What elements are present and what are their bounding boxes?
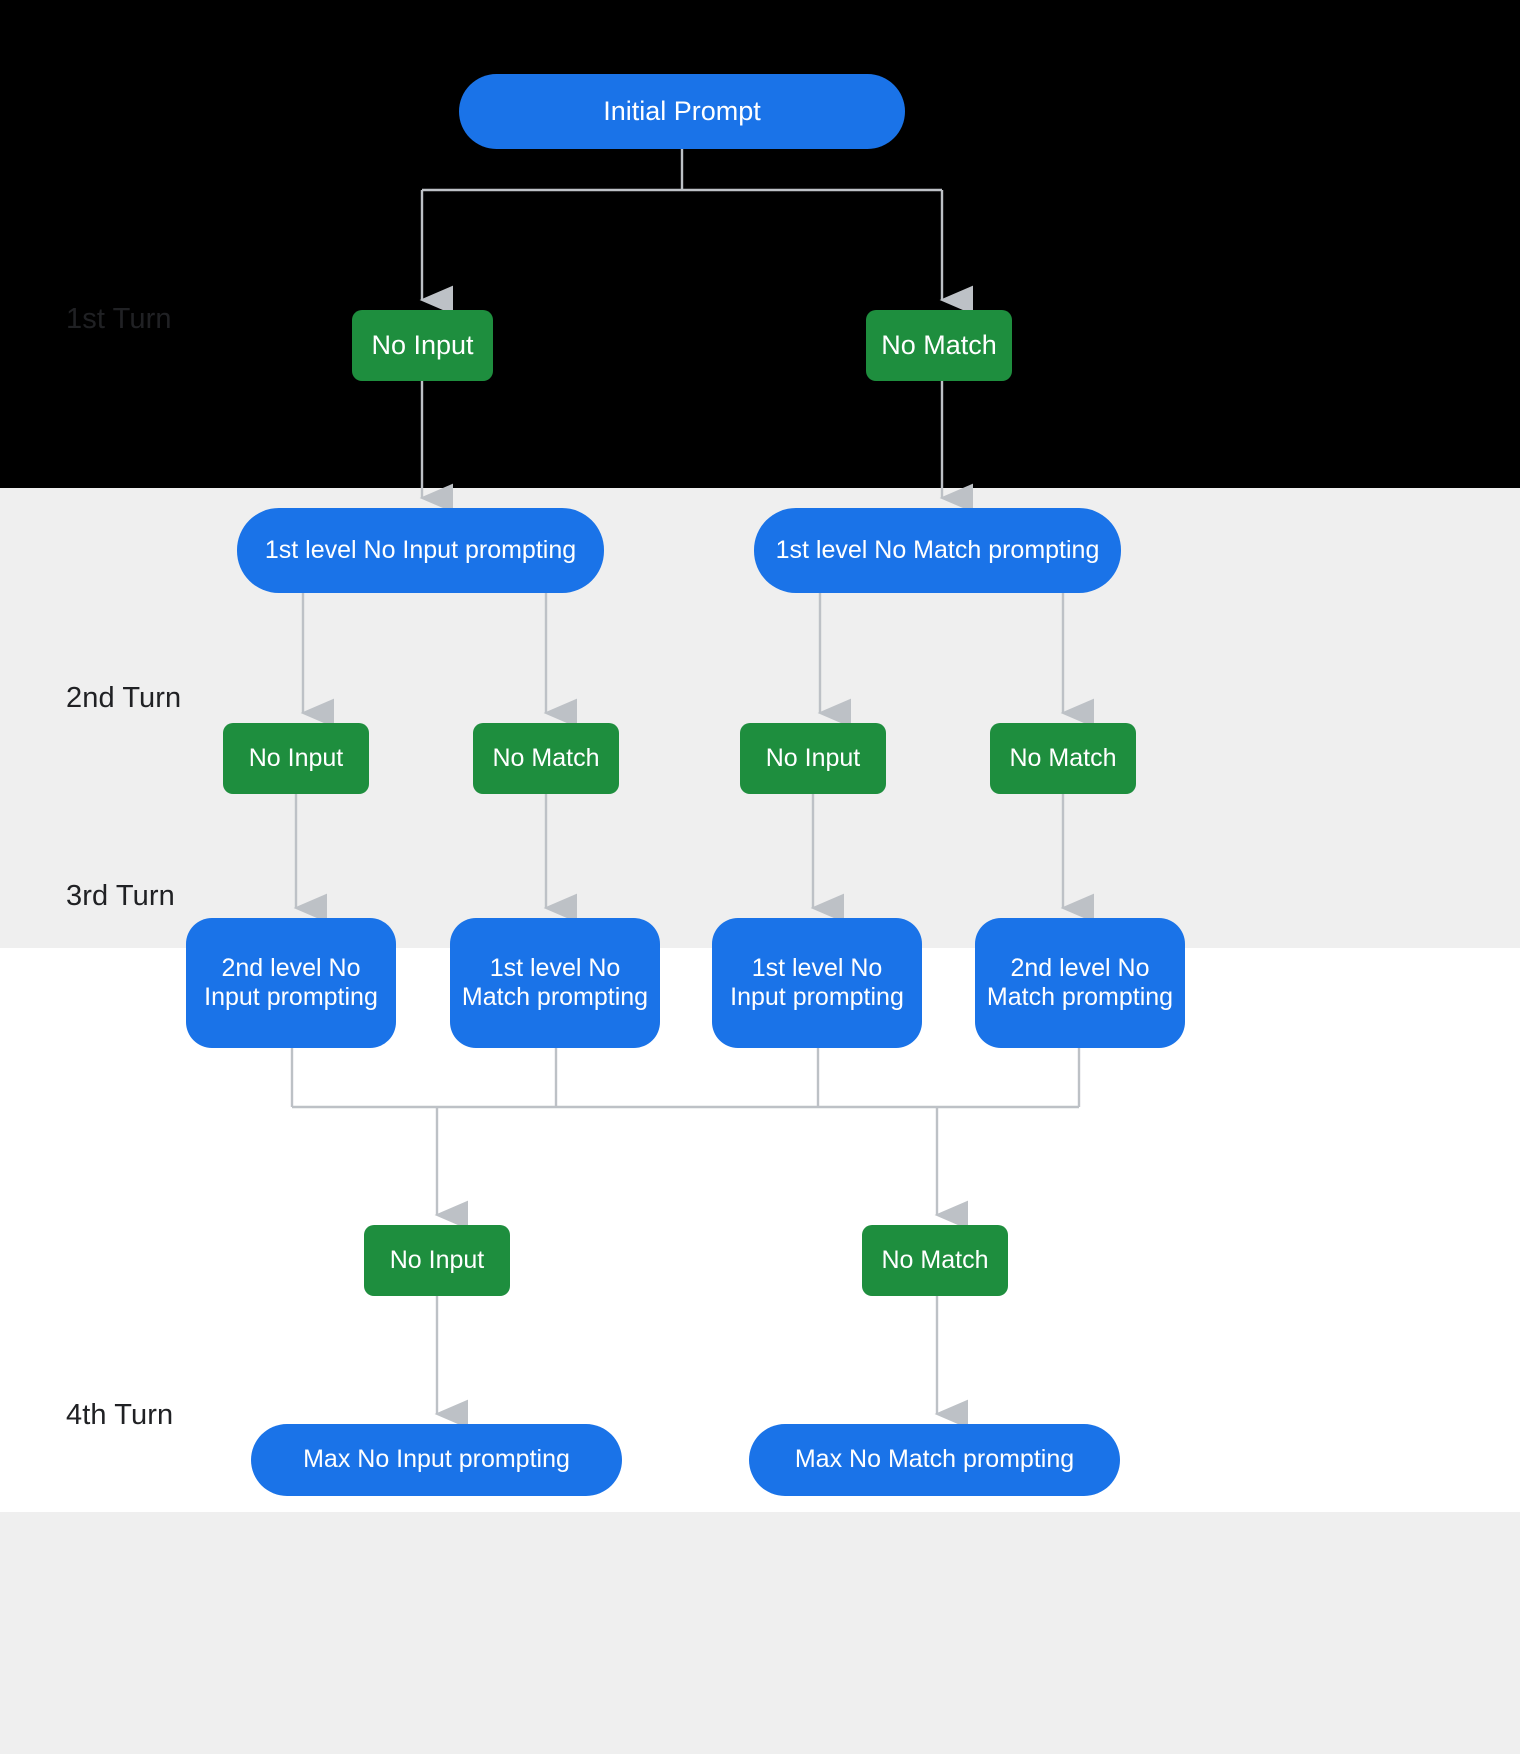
node-initial-prompt[interactable]: Initial Prompt — [459, 74, 905, 149]
node-turn3-no-input[interactable]: No Input — [364, 1225, 510, 1296]
turn-label-1st: 1st Turn — [66, 303, 172, 335]
node-2nd-level-no-match-prompting[interactable]: 2nd level No Match prompting — [975, 918, 1185, 1048]
node-turn1-no-match[interactable]: No Match — [866, 310, 1012, 381]
node-turn3-no-match[interactable]: No Match — [862, 1225, 1008, 1296]
node-turn2-no-match-right[interactable]: No Match — [990, 723, 1136, 794]
node-max-no-input-prompting[interactable]: Max No Input prompting — [251, 1424, 622, 1496]
turn-label-2nd: 2nd Turn — [66, 682, 182, 714]
turn-label-4th: 4th Turn — [66, 1399, 174, 1431]
turn-label-3rd: 3rd Turn — [66, 880, 175, 912]
node-max-no-match-prompting[interactable]: Max No Match prompting — [749, 1424, 1120, 1496]
node-turn2-no-input-right[interactable]: No Input — [740, 723, 886, 794]
node-turn2-no-input-left[interactable]: No Input — [223, 723, 369, 794]
node-turn3-1st-level-no-input-prompting[interactable]: 1st level No Input prompting — [712, 918, 922, 1048]
node-turn1-no-input[interactable]: No Input — [352, 310, 493, 381]
node-1st-level-no-input-prompting[interactable]: 1st level No Input prompting — [237, 508, 604, 593]
node-turn3-1st-level-no-match-prompting[interactable]: 1st level No Match prompting — [450, 918, 660, 1048]
node-2nd-level-no-input-prompting[interactable]: 2nd level No Input prompting — [186, 918, 396, 1048]
node-1st-level-no-match-prompting[interactable]: 1st level No Match prompting — [754, 508, 1121, 593]
turn-band-4 — [0, 1512, 1520, 1754]
node-turn2-no-match-left[interactable]: No Match — [473, 723, 619, 794]
